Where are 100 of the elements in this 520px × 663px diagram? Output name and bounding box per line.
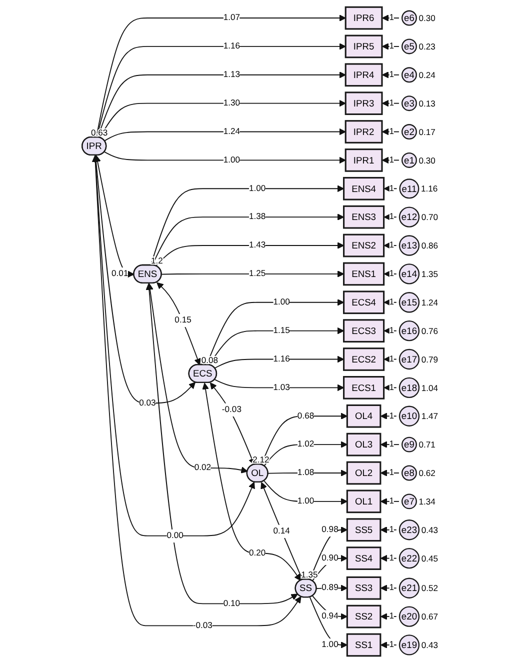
arrow [382,128,400,136]
node-box: SS3 [346,576,382,600]
node-box: SS4 [346,546,382,570]
estimate-label: 0.45 [421,553,438,564]
edge-label: 1 [389,269,394,278]
estimate-label: 0.71 [418,440,436,450]
node-circle: e17 [398,348,420,370]
arrow [94,155,134,278]
estimate-label: 0.62 [418,468,436,478]
edge-label: 1 [389,440,394,450]
edge-label: 1 [389,240,394,250]
estimate-label: 0.17 [418,126,436,137]
node-box: SS5 [346,518,382,542]
node-circle: e5 [401,38,417,54]
arrow [380,554,397,562]
arrow [382,14,400,22]
estimate-label: 0.13 [418,98,436,108]
node-box: IPR1 [344,148,383,172]
estimate-label: 0.43 [421,524,438,535]
arrow [380,498,400,505]
node-circle: e6 [401,10,417,26]
arrow [155,242,344,266]
edge-label: 1.00 [223,155,240,165]
node-circle: e11 [399,178,420,199]
edge-label: 1.16 [273,354,290,364]
node-circle: e4 [401,67,417,83]
arrow [380,613,397,620]
node-circle: e9 [401,436,417,452]
estimate-label: 0.79 [421,354,438,364]
edge-label: 0.89 [322,583,338,593]
arrow [382,43,400,50]
node-circle: e21 [398,578,420,598]
node-circle: e2 [401,124,417,140]
estimate-label: 1.34 [418,496,436,507]
estimate-label: 0.30 [418,13,436,24]
node-circle: e22 [398,548,420,569]
node-box: ECS2 [342,348,385,371]
arrow [150,185,344,266]
node-box: OL3 [346,432,382,456]
node-circle: e8 [401,465,417,481]
edge-label: 0.03 [139,398,156,408]
estimate-label: 0.76 [421,326,438,336]
estimate-label: 1.47 [421,411,438,422]
edge-label: 0.10 [223,598,240,608]
arrow [380,441,400,448]
node-box: ENS1 [342,262,385,286]
edge-label: 0.01 [111,269,128,278]
arrow [264,441,348,466]
edge-label: -0.03 [222,404,242,414]
arrow [264,480,348,505]
arrow [92,155,196,404]
node-circle: e10 [398,406,420,426]
edge-label: 1 [389,354,394,364]
arrow [156,282,201,366]
node-circle: e20 [398,606,420,627]
estimate-label: 0.23 [418,42,436,52]
edge-label: 1.15 [273,326,290,336]
arrow [202,382,301,581]
edge-label: -0.03 [192,620,212,630]
edge-label: 1 [389,326,394,336]
node-box: ECS3 [342,319,385,342]
node-box: IPR3 [344,92,383,116]
estimate-label: 0.52 [421,583,438,594]
edge-label: 1.00 [248,184,266,194]
arrow [380,412,397,420]
arrow [214,379,344,392]
edge-label: 1 [389,42,394,51]
node-box: SS1 [346,633,382,657]
edge-label: 0.14 [273,526,290,536]
arrow [382,100,400,107]
arrow [210,382,255,465]
estimate-label: 1.35 [421,269,438,280]
edge-label: 1.00 [273,298,290,307]
edge-label: 0.15 [174,316,192,325]
edge-label: 1 [389,411,394,421]
node-box: ENS4 [342,176,385,200]
edge-label: 0.68 [297,411,314,421]
node-box: ENS2 [342,234,385,258]
edge-label: 1 [389,126,394,136]
node-box: SS2 [346,604,382,628]
arrow [214,356,344,369]
node-box: OL4 [346,404,382,428]
arrow [104,128,346,142]
estimate-label: 0.43 [421,640,438,650]
arrow [380,642,397,648]
arrow [146,283,298,604]
arrow [382,71,400,78]
edge-label: 0.98 [322,525,338,534]
edge-label: 1 [389,212,394,222]
node-circle: e23 [398,520,420,540]
arrow [104,151,346,164]
edge-label: 1 [389,525,394,534]
estimate-label: 1.24 [421,298,438,308]
estimate-label: 0.86 [421,240,438,251]
edge-label: 1.08 [297,468,314,478]
edge-label: 0.02 [194,463,211,472]
node-circle: e14 [398,264,420,284]
node-circle: e7 [401,494,417,510]
node-box: ECS4 [342,290,385,314]
node-box: IPR4 [344,63,383,87]
